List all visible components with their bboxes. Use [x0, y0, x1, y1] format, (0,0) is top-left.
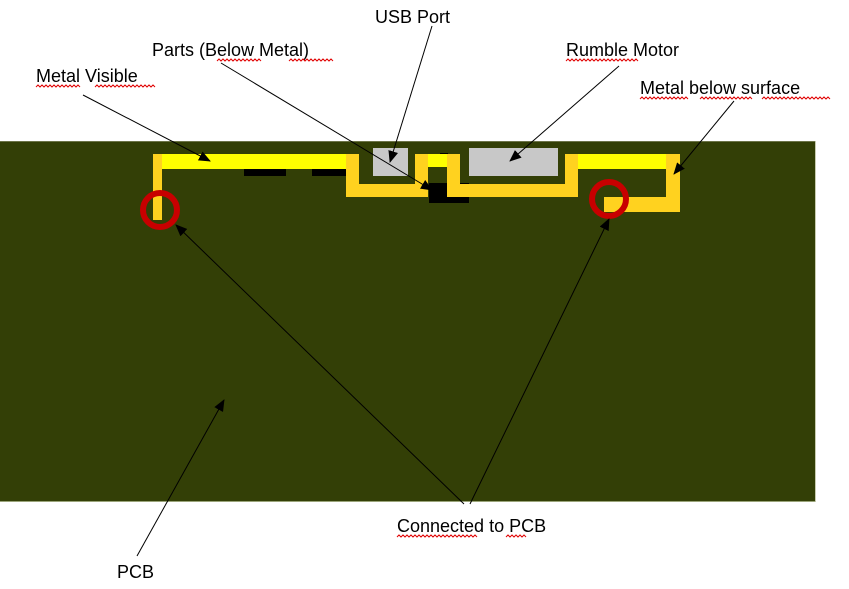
leader-usb-port: [388, 25, 433, 163]
part-block: [244, 169, 286, 176]
label-parts-below-metal: Parts (Below Metal): [152, 40, 309, 60]
part-block: [312, 169, 346, 176]
connection-ring-left: [140, 190, 180, 230]
label-metal-below-surface: Metal below surface: [640, 78, 800, 98]
leader-metal-below: [673, 100, 735, 175]
label-metal-visible: Metal Visible: [36, 66, 138, 86]
leader-rumble-motor: [509, 65, 620, 162]
spellcheck-underlines: [35, 58, 831, 538]
leader-connected-right: [469, 218, 610, 505]
leader-parts: [220, 62, 433, 191]
rumble-motor: [469, 148, 558, 176]
leader-pcb: [136, 399, 225, 557]
leader-connected-left: [175, 224, 465, 505]
label-rumble-motor: Rumble Motor: [566, 40, 679, 60]
connection-ring-right: [589, 179, 629, 219]
leader-metal-visible: [82, 94, 211, 162]
label-connected-to-pcb: Connected to PCB: [397, 516, 546, 536]
label-pcb: PCB: [117, 562, 154, 582]
label-usb-port: USB Port: [375, 7, 450, 27]
